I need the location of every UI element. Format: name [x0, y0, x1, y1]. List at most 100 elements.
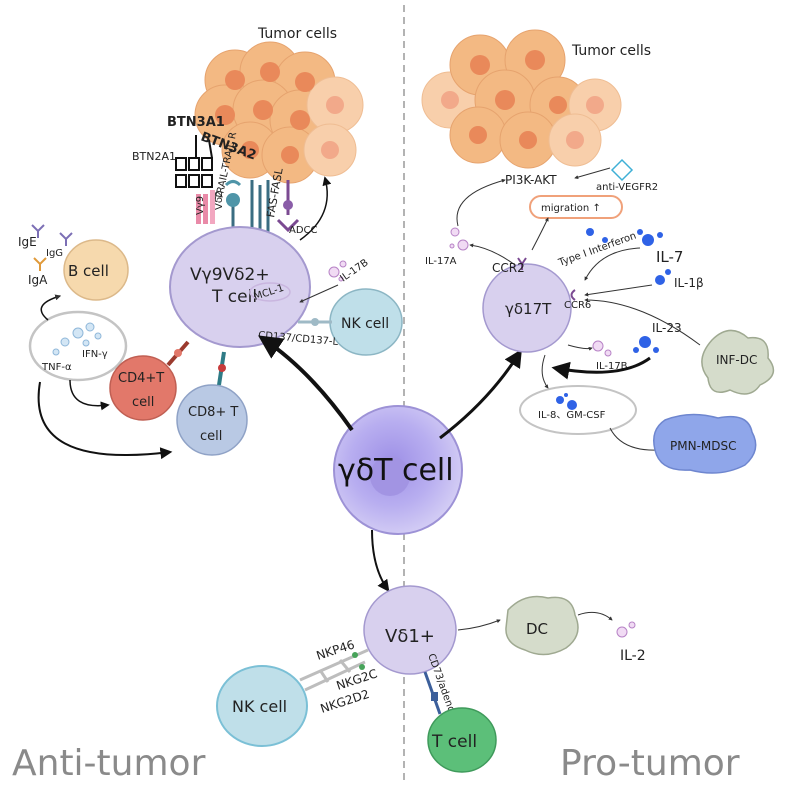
ccr2-receptor: [517, 257, 527, 270]
il2-particles: [616, 621, 636, 638]
left-tumor-cluster: [194, 41, 364, 184]
ifn-gamma-label: IFN-γ: [82, 349, 108, 360]
b-cell: [63, 239, 129, 301]
arrow-to-cd4: [69, 379, 110, 411]
il17b-right-label: IL-17B: [596, 361, 628, 372]
inf-dc-label: INF-DC: [716, 353, 757, 367]
nk-cell-bottom: [216, 665, 308, 747]
anti-vegfr2-arrow: [574, 167, 611, 180]
cd4-label-1: CD4+T: [118, 371, 164, 386]
trail-receptor: [224, 180, 242, 235]
gd17t-label: γδ17T: [505, 300, 552, 318]
cytokine-ellipse-left: [28, 310, 128, 382]
il17b-left-arrow: [299, 284, 339, 303]
cd8-label-1: CD8+ T: [188, 405, 238, 420]
adcc-arrow: [299, 176, 332, 241]
il2-label: IL-2: [620, 648, 646, 664]
right-tumor-cluster: [421, 29, 622, 169]
adcc-label: ADCC: [289, 225, 318, 236]
arrow-to-vd1: [371, 529, 390, 592]
igg-label: IgG: [46, 248, 63, 259]
il17b-right-particles: [592, 340, 612, 357]
left-tumor-label: Tumor cells: [257, 26, 337, 42]
nkg2c-label: NKG2C: [335, 667, 379, 693]
inf-dc-to-gd17t-arrow: [551, 356, 651, 380]
cd4-t-cell: [109, 355, 177, 421]
il1b-arrow: [584, 284, 653, 297]
vd1-to-dc-arrow: [457, 619, 501, 631]
arrow-to-b-cell: [40, 294, 62, 321]
vd1-cell: [363, 585, 457, 675]
dc-label: DC: [526, 620, 548, 638]
ige-label: IgE: [18, 235, 37, 249]
pmn-mdsc-cell: [653, 413, 757, 474]
vg9-label: Vγ9: [195, 196, 206, 215]
cd8-receptor: [217, 351, 226, 386]
il23-arrow: [584, 298, 701, 346]
dc-to-il2-arrow: [577, 611, 613, 621]
migration-box: [529, 195, 623, 219]
nkg2d2-label: NKG2D2: [319, 687, 372, 716]
cd4-receptor: [166, 340, 190, 367]
cytokine-ellipse-right: [519, 385, 637, 435]
il1b-label: IL-1β: [674, 276, 704, 290]
arrow-to-gd17t: [439, 348, 522, 440]
cd137-connector: [298, 318, 332, 326]
right-tumor-label: Tumor cells: [571, 43, 651, 59]
arrow-to-vg9vd2: [258, 335, 354, 432]
vg9vd2-label-1: Vγ9Vδ2+: [190, 265, 270, 285]
gd-t-cell-nucleus: [370, 456, 410, 496]
pro-tumor-label: Pro-tumor: [560, 743, 740, 784]
il17b-right-arrow: [567, 344, 593, 351]
nk-cell-left-label: NK cell: [341, 316, 389, 332]
ccr6-receptor: [570, 289, 576, 301]
t-cell-bottom-label: T cell: [431, 732, 477, 752]
il17b-left-particles: [328, 260, 347, 282]
ccr6-label: CCR6: [564, 300, 591, 311]
ccr2-label: CCR2: [492, 261, 525, 275]
il17a-arrow: [456, 178, 506, 227]
ifn-gamma-particles: [52, 322, 102, 356]
il7-arrow: [584, 247, 641, 281]
il1b-particles: [655, 269, 671, 285]
immunoglobulin-icons: [31, 224, 73, 271]
t-cell-bottom: [427, 707, 497, 773]
vd1-label: Vδ1+: [385, 626, 435, 647]
gd17t-cell: [482, 263, 572, 353]
pi3k-akt-label: PI3K-AKT: [505, 173, 557, 187]
il7-label: IL-7: [656, 248, 683, 266]
il7-particles: [586, 228, 663, 246]
nk-cell-bottom-label: NK cell: [232, 697, 287, 716]
b-cell-label: B cell: [68, 262, 109, 280]
gd17t-to-il8-arrow: [541, 354, 549, 389]
iga-label: IgA: [28, 273, 48, 287]
pmn-mdsc-label: PMN-MDSC: [670, 439, 737, 453]
il8-particles: [556, 393, 577, 410]
il8-to-pmn-arrow: [609, 427, 661, 453]
anti-vegfr2-label: anti-VEGFR2: [596, 182, 658, 193]
anti-tumor-label: Anti-tumor: [12, 743, 206, 784]
fas-label: FAS-FASL: [264, 166, 286, 218]
adcc-receptor: [276, 180, 300, 233]
tnf-alpha-label: TNF-α: [41, 362, 72, 373]
migration-arrow: [531, 217, 549, 251]
il17a-particles: [449, 227, 469, 251]
il17a-label: IL-17A: [425, 256, 457, 267]
il23-particles: [633, 336, 659, 353]
arrow-to-cd8: [37, 381, 173, 460]
anti-vegfr2-icon: [610, 158, 634, 182]
vg9vd2-label-2: T cell: [211, 287, 257, 307]
il23-label: IL-23: [652, 321, 682, 335]
btn2a1-label: BTN2A1: [132, 150, 176, 163]
vd2-label: Vδ2: [214, 191, 225, 210]
dc-cell: [505, 595, 579, 656]
vg9vd2-tcr: [196, 190, 215, 224]
gd-t-cell-label: γδT cell: [338, 453, 454, 488]
btn3a1-label: BTN3A1: [167, 115, 225, 130]
cd8-t-cell: [176, 384, 248, 456]
migration-label: migration ↑: [541, 203, 601, 214]
gd17t-to-il17a: [469, 243, 516, 266]
cd4-label-2: cell: [132, 395, 154, 410]
cd8-label-2: cell: [200, 429, 222, 444]
